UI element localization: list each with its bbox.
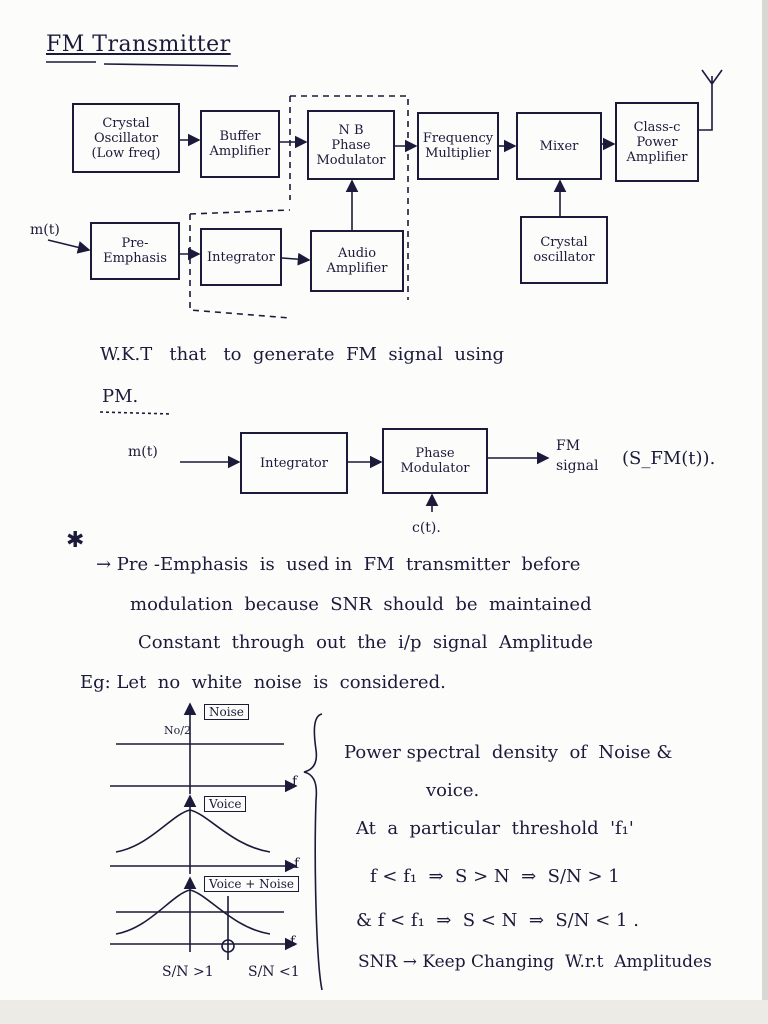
pre-emphasis-line-4: Eg: Let no white noise is considered.: [80, 672, 446, 693]
block-integrator: Integrator: [200, 228, 282, 286]
voice-noise-plot-label: Voice + Noise: [204, 876, 299, 892]
block-nb-phase-modulator: N B Phase Modulator: [307, 110, 395, 180]
voice-plot-label: Voice: [204, 796, 247, 812]
noise-level-label: No/2: [164, 724, 191, 737]
block-frequency-multiplier: Frequency Multiplier: [417, 112, 499, 180]
pre-emphasis-line-1: → Pre -Emphasis is used in FM transmitte…: [96, 554, 581, 575]
condition-line-2: & f < f₁ ⇒ S < N ⇒ S/N < 1 .: [356, 910, 639, 931]
block-integrator-2: Integrator: [240, 432, 348, 494]
background-strip: [0, 1000, 768, 1024]
wkt-line-1: W.K.T that to generate FM signal using: [100, 344, 505, 365]
block-buffer-amplifier: Buffer Amplifier: [200, 110, 280, 178]
condition-line-1: f < f₁ ⇒ S > N ⇒ S/N > 1: [370, 866, 620, 887]
block-audio-amplifier: Audio Amplifier: [310, 230, 404, 292]
snr-gt-label: S/N >1: [162, 964, 214, 980]
fm-signal-symbol: (S_FM(t)).: [622, 448, 716, 469]
block-crystal-oscillator: Crystal oscillator: [520, 216, 608, 284]
f-axis-label-3: f: [290, 934, 296, 950]
input-mt-label-2: m(t): [128, 444, 158, 460]
psd-line-2: voice.: [426, 780, 480, 801]
page-title: FM Transmitter: [46, 32, 231, 57]
f-axis-label-1: f: [292, 774, 298, 790]
snr-line: SNR → Keep Changing W.r.t Amplitudes: [358, 952, 712, 972]
asterisk-icon: ✱: [66, 528, 85, 553]
block-crystal-oscillator-low-freq: Crystal Oscillator (Low freq): [72, 103, 180, 173]
fm-signal-label: FM signal: [556, 438, 599, 474]
f-axis-label-2: f: [294, 856, 300, 872]
carrier-ct-label: c(t).: [412, 520, 441, 536]
wkt-line-2: PM.: [102, 386, 139, 407]
psd-line-1: Power spectral density of Noise &: [344, 742, 673, 763]
input-mt-label: m(t): [30, 222, 60, 238]
threshold-line: At a particular threshold 'f₁': [356, 818, 634, 839]
pre-emphasis-line-2: modulation because SNR should be maintai…: [130, 594, 592, 615]
block-pre-emphasis: Pre- Emphasis: [90, 222, 180, 280]
block-mixer: Mixer: [516, 112, 602, 180]
block-phase-modulator-2: Phase Modulator: [382, 428, 488, 494]
pre-emphasis-line-3: Constant through out the i/p signal Ampl…: [138, 632, 594, 653]
block-class-c-power-amplifier: Class-c Power Amplifier: [615, 102, 699, 182]
noise-plot-label: Noise: [204, 704, 249, 720]
snr-lt-label: S/N <1: [248, 964, 300, 980]
